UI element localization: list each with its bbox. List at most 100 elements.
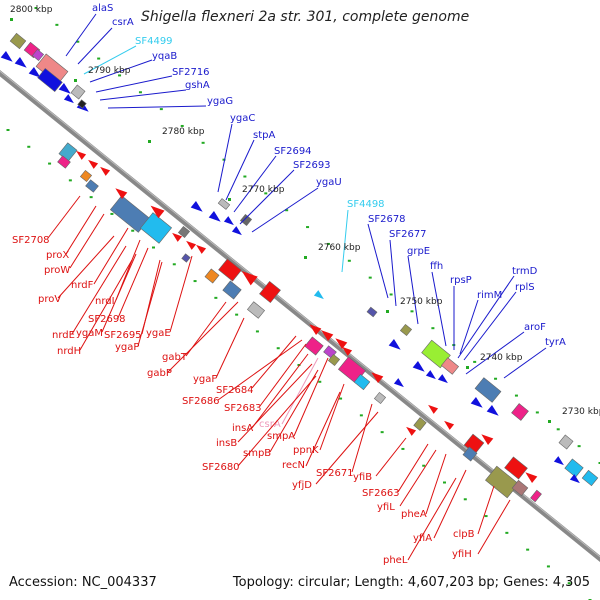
tick-mark [359,414,363,417]
gene-label: proV [38,294,61,305]
gene-box [581,469,599,487]
gene-label: SF2693 [293,160,331,171]
gene-box [239,213,253,227]
tick-mark [76,40,80,43]
tick-mark [514,394,518,397]
tick-mark [97,57,101,60]
gene-leader-line [217,339,303,401]
tick-mark [380,431,384,434]
tick-mark [410,310,414,313]
tick-mark [276,347,280,350]
gene-leader-line [477,485,495,535]
gene-arrow [100,166,111,176]
kbp-label: 2790 kbp [88,66,131,76]
gene-arrow [115,188,128,200]
gene-leader-line [315,411,379,485]
gene-leader-line [101,253,137,333]
gene-leader-line [65,205,97,255]
gene-label: grpE [407,246,430,257]
tick-mark [567,582,571,585]
gene-label: trmD [512,266,538,277]
gene-box [222,280,242,300]
gene-leader-line [237,363,313,443]
tick-mark [297,364,301,366]
tick-mark [339,397,343,400]
gene-label: ffh [430,261,443,272]
tick-marks [6,7,600,600]
gene-box [366,306,378,318]
tick-mark [243,175,247,178]
gene-label: insA [232,423,253,434]
gene-box [177,225,191,239]
kbp-tick [548,420,551,423]
tick-mark [306,226,310,229]
tick-mark [443,481,446,484]
gene-box [204,268,220,284]
gene-label: gabP [147,368,172,379]
gene-box [57,155,71,169]
gene-arrow [76,150,87,160]
tick-mark [255,330,259,333]
tick-mark [318,380,322,383]
gene-label: SF2678 [368,214,406,225]
gene-label: ygaC [230,113,255,124]
gene-arrow [241,270,258,286]
gene-box [474,377,502,403]
gene-box [373,391,387,405]
gene-leader-line [233,155,277,213]
gene-arrow [63,94,74,104]
gene-label: yfjD [292,480,312,491]
gene-leader-line [457,275,515,359]
gene-leader-line [137,261,163,347]
gene-label: smpA [267,431,295,442]
gene-leader-line [239,169,295,225]
gene-leader-line [463,291,517,361]
gene-leader-line [93,227,129,285]
gene-leader-line [397,443,429,493]
gene-leader-line [407,477,457,561]
gene-label: stpA [253,130,275,141]
gene-box [37,67,63,93]
gene-label: SF2686 [182,396,220,407]
gene-label: SF2708 [12,235,50,246]
gene-arrow [481,434,494,446]
gene-label: SF2671 [316,468,354,479]
gene-label: ygaU [316,177,342,188]
gene-label: SF4499 [135,36,173,47]
gene-arrow [196,244,207,254]
gene-arrow [335,338,348,350]
gene-leader-line [433,469,467,539]
gene-label: ygaE [146,328,171,339]
gene-arrow [28,66,41,78]
gene-arrow [150,205,165,219]
gene-label: smpB [243,448,271,459]
gene-box [70,84,86,100]
gene-arrow [569,474,580,484]
gene-label: pheA [401,509,427,520]
gene-arrow [208,210,221,222]
gene-box [304,336,324,356]
gene-box [353,373,371,391]
gene-label: alaS [92,3,113,14]
gene-leader-line [225,139,255,201]
gene-leader-line [79,259,133,351]
tick-mark [347,259,351,262]
gene-label: rimM [477,290,502,301]
gene-leader-line [69,213,105,269]
tick-mark [556,428,560,431]
gene-label: rplS [515,282,535,293]
tick-mark [110,212,114,215]
tick-mark [235,313,239,316]
gene-box [139,212,173,244]
gene-leader-line [169,255,193,333]
gene-arrow [525,472,538,484]
tick-mark [577,445,581,448]
kbp-label: 2760 kbp [318,243,361,253]
gene-features [0,32,599,503]
gene-leader-line [367,223,389,299]
gene-label: SF2677 [389,229,427,240]
gene-leader-line [167,301,239,373]
gene-box [413,417,427,431]
kbp-tick [74,79,77,82]
gene-arrow [309,324,322,336]
